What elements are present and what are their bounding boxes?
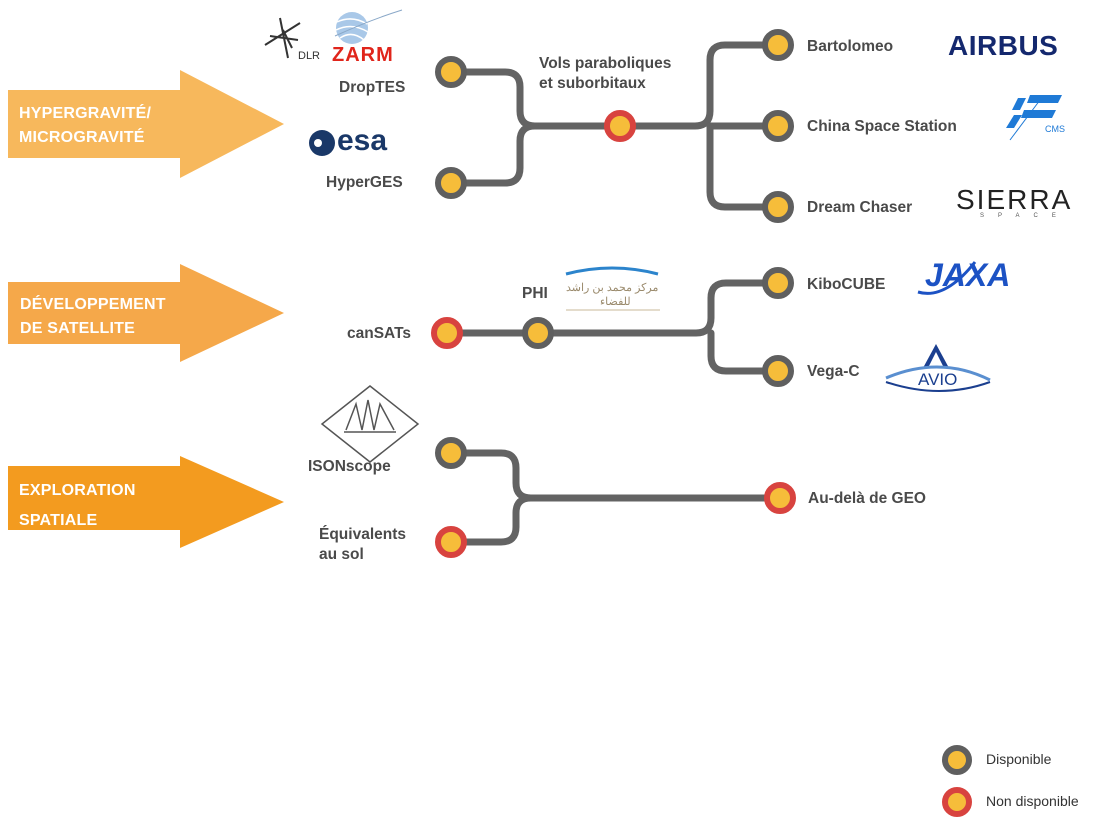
connector-vols-dreamchaser (706, 122, 782, 211)
avio-logo-text: AVIO (918, 370, 958, 389)
dlr-logo-text: DLR (298, 50, 321, 62)
node-vols (604, 110, 636, 142)
node-kibocube (762, 267, 794, 299)
connector-hyperges (447, 122, 539, 187)
node-css (762, 110, 794, 142)
mbrsc-logo-arabic-1: مركز محمد بن راشد (566, 282, 659, 294)
label-hyperges: HyperGES (326, 174, 403, 191)
node-vegac (762, 355, 794, 387)
esa-logo-icon (309, 130, 335, 156)
sierra-logo-subtext: SPACE (980, 213, 1070, 219)
isonscope-logo-icon (320, 385, 420, 463)
avio-logo-icon (885, 344, 991, 392)
connector-equivalents (447, 494, 535, 546)
connector-phi-kibocube (534, 279, 782, 337)
category-arrow-3 (8, 456, 284, 548)
node-dreamchaser (762, 191, 794, 223)
connector-isonscope (447, 449, 784, 502)
category-label-hypergravity: HYPERGRAVITÉ/MICROGRAVITÉ (19, 105, 152, 146)
dlr-logo-icon (264, 17, 301, 59)
node-phi (522, 317, 554, 349)
label-cansats: canSATs (347, 325, 412, 342)
cms-logo-text: CMS (1045, 124, 1065, 134)
label-isonscope: ISONscope (308, 458, 391, 475)
cms-logo-icon (1006, 95, 1062, 141)
node-audela (764, 482, 796, 514)
label-kibocube: KiboCUBE (807, 276, 886, 293)
zarm-globe-icon (334, 9, 403, 44)
legend-label-available: Disponible (986, 751, 1052, 767)
node-droptes (435, 56, 467, 88)
node-bartolomeo (762, 29, 794, 61)
label-bartolomeo: Bartolomeo (807, 38, 894, 55)
node-equivalents (435, 526, 467, 558)
connector-phi-vegac (707, 329, 782, 375)
legend-marker-available (942, 745, 972, 775)
mbrsc-logo-arabic-2: للفضاء (600, 296, 631, 308)
connector-vols-bartolomeo (616, 41, 782, 130)
label-droptes: DropTES (339, 79, 406, 96)
airbus-logo-text: AIRBUS (948, 30, 1059, 61)
category-arrow-1 (8, 70, 284, 178)
label-phi: PHI (522, 285, 548, 302)
legend-marker-unavailable (942, 787, 972, 817)
node-cansats (431, 317, 463, 349)
label-dreamchaser: Dream Chaser (807, 199, 913, 216)
jaxa-logo-text: JAXA (925, 257, 1011, 293)
label-css: China Space Station (807, 118, 957, 135)
label-vegac: Vega-C (807, 363, 860, 380)
label-audela: Au-delà de GEO (808, 490, 926, 507)
node-isonscope (435, 437, 467, 469)
jaxa-logo-swoosh (917, 261, 977, 295)
mbrsc-logo-arc (565, 266, 659, 276)
zarm-logo-text: ZARM (332, 44, 394, 66)
category-arrow-2 (8, 264, 284, 362)
legend-label-unavailable: Non disponible (986, 793, 1079, 809)
node-hyperges (435, 167, 467, 199)
esa-logo-text: esa (337, 124, 388, 157)
sierra-logo-text: SIERRA (956, 184, 1073, 215)
